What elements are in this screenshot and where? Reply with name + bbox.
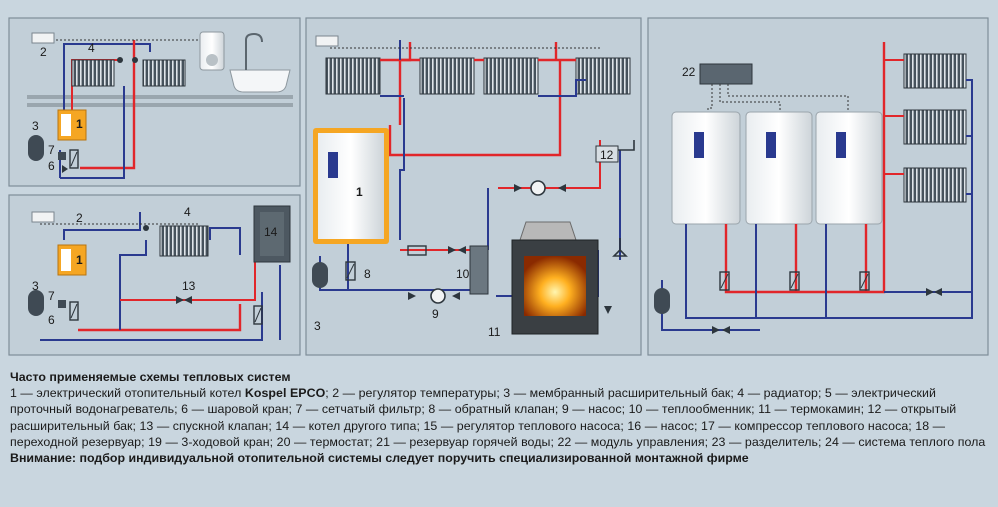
legend-text-rest: ; 2 — регулятор температуры; 3 — мембран… [10, 386, 986, 449]
legend-brand: Kospel EPCO [244, 386, 326, 401]
temperature-regulator-icon [315, 35, 339, 47]
label-12: 12 [600, 148, 614, 162]
label-1: 1 [356, 185, 363, 199]
scheme-panel-c: 1 3 8 9 10 11 12 [305, 17, 642, 356]
label-9: 9 [432, 307, 439, 321]
label-22: 22 [682, 65, 696, 79]
radiator-icon [575, 57, 631, 95]
bathtub-icon [229, 69, 291, 93]
heat-exchanger-icon [469, 245, 489, 295]
label-10: 10 [456, 267, 470, 281]
radiator-icon [71, 59, 115, 87]
radiator-icon [419, 57, 475, 95]
caption-title: Часто применяемые схемы тепловых систем [10, 370, 291, 384]
radiator-icon [903, 109, 967, 145]
pump-icon [430, 288, 446, 304]
caption: Часто применяемые схемы тепловых систем … [10, 369, 992, 466]
label-6: 6 [48, 313, 55, 327]
radiator-icon [142, 59, 186, 87]
label-7: 7 [48, 143, 55, 157]
temperature-regulator-icon [31, 32, 55, 44]
label-11: 11 [488, 325, 501, 339]
label-13: 13 [182, 279, 196, 293]
radiator-icon [483, 57, 539, 95]
label-4: 4 [88, 41, 95, 55]
label-4: 4 [184, 205, 191, 219]
scheme-panel-b: 2 4 14 1 13 3 7 6 [8, 194, 301, 356]
radiator-icon [903, 167, 967, 203]
label-1: 1 [76, 117, 83, 131]
electric-boiler-icon [745, 111, 813, 225]
drain-valve-icon [176, 296, 184, 304]
label-8: 8 [364, 267, 371, 281]
scheme-panel-a: 2 4 1 3 7 6 [8, 17, 301, 187]
expansion-tank-icon [312, 262, 328, 288]
pump-icon [530, 180, 546, 196]
flow-water-heater-icon [199, 31, 225, 71]
temperature-regulator-icon [31, 211, 55, 223]
expansion-tank-icon [28, 290, 44, 316]
radiator-icon [159, 225, 209, 257]
radiator-icon [903, 53, 967, 89]
open-expansion-tank-icon [595, 145, 619, 163]
caption-legend: 1 — электрический отопительный котел Kos… [10, 385, 992, 450]
control-module-icon [699, 63, 753, 85]
expansion-tank-icon [654, 288, 670, 314]
label-2: 2 [76, 211, 83, 225]
label-1: 1 [76, 253, 83, 267]
caption-warning: Внимание: подбор индивидуальной отопител… [10, 451, 749, 466]
electric-boiler-icon [671, 111, 741, 225]
radiator-icon [325, 57, 381, 95]
fireplace-insert-icon [511, 221, 599, 335]
label-7: 7 [48, 289, 55, 303]
legend-text-start: 1 — электрический отопительный котел [10, 386, 245, 401]
heating-schemes-diagram: 2 4 1 3 7 6 [8, 17, 989, 356]
label-3: 3 [32, 119, 39, 133]
label-14: 14 [264, 225, 278, 239]
label-6: 6 [48, 159, 55, 173]
label-2: 2 [40, 45, 47, 59]
label-3: 3 [32, 279, 39, 293]
expansion-tank-icon [28, 135, 44, 161]
electric-boiler-icon [815, 111, 883, 225]
scheme-panel-d: 22 [647, 17, 989, 356]
label-3: 3 [314, 319, 321, 333]
